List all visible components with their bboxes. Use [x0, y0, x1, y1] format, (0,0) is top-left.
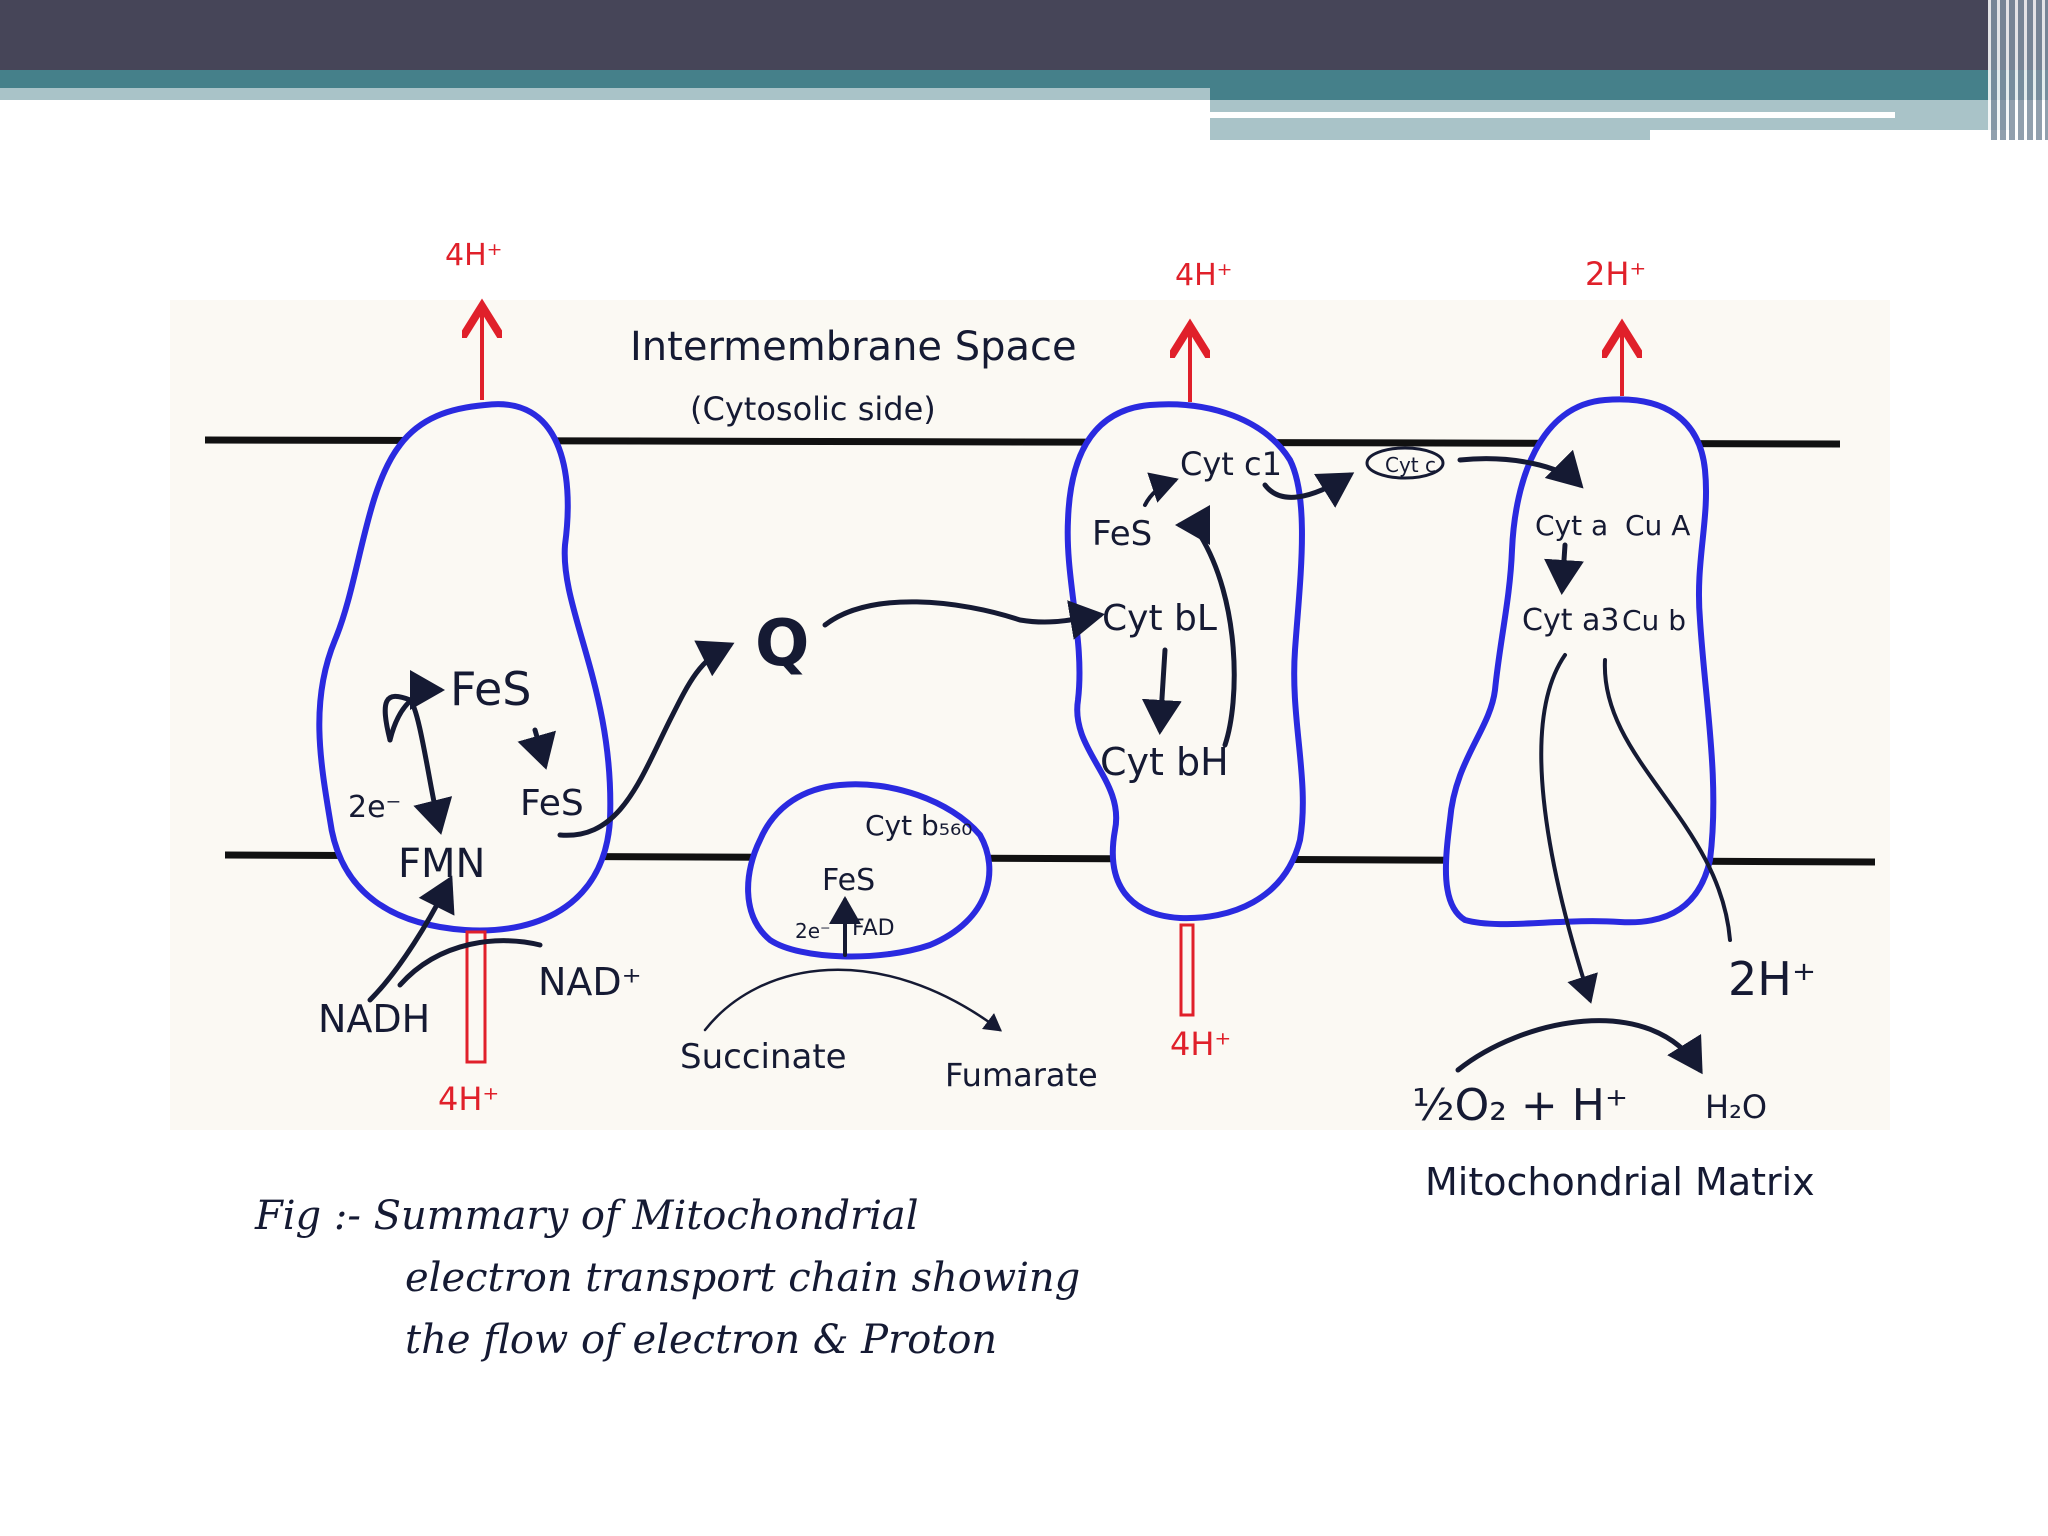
intermembrane-label: Intermembrane Space: [630, 324, 1077, 370]
arrow-cyt-a3-to-matrix: [1539, 653, 1598, 1004]
arrow-fes-to-q: [557, 640, 735, 838]
arrow-cyt-a-to-cyt-a3: [1544, 542, 1584, 595]
arrow-fes-to-cyt-c1: [1143, 472, 1179, 507]
arrow-cyt-c-to-cyt-a: [1457, 449, 1584, 489]
complex-ii-shape: [745, 781, 993, 960]
fumarate-label: Fumarate: [945, 1056, 1098, 1094]
arrow-nadh-to-nad: [397, 938, 543, 988]
arrow-fmn-to-fes: [387, 670, 445, 743]
two-e-label-complex-ii: 2e⁻: [795, 919, 831, 943]
q-label: Q: [755, 607, 809, 681]
two-e-label: 2e⁻: [348, 790, 401, 825]
fes-label-complex-ii: FeS: [822, 863, 875, 898]
proton-4h-complex-iii-top: 4H⁺: [1175, 258, 1232, 293]
succinate-label: Succinate: [680, 1037, 847, 1077]
fes-label-1: FeS: [450, 662, 531, 716]
proton-channel-complex-i: [465, 930, 487, 1064]
caption-line-1: Fig :- Summary of Mitochondrial: [255, 1193, 919, 1239]
cyt-bh-label: Cyt bH: [1100, 740, 1229, 784]
nad-label: NAD⁺: [538, 960, 642, 1004]
arrow-cyt-bl-to-cyt-bh: [1141, 647, 1182, 735]
cytosolic-label: (Cytosolic side): [690, 390, 936, 428]
arrow-succinate-to-fumarate: [703, 968, 1003, 1032]
fmn-label: FMN: [398, 841, 485, 887]
cyt-a-label: Cyt a: [1535, 509, 1608, 542]
proton-channel-complex-iii: [1179, 923, 1195, 1017]
complex-i-shape: [316, 401, 614, 934]
cyt-c-oval: [1365, 446, 1445, 480]
slide-header-stripe: [0, 88, 1210, 100]
slide-header-line: [1650, 130, 2010, 140]
cu-a-label: Cu A: [1625, 509, 1690, 542]
slide-header-bar: [0, 0, 2048, 70]
complex-iv-shape: [1442, 396, 1717, 928]
proton-4h-complex-iii-bottom: 4H⁺: [1170, 1025, 1231, 1063]
arrow-cyt-c1-to-cyt-c: [1262, 472, 1355, 508]
proton-4h-complex-i-top: 4H⁺: [445, 238, 502, 273]
fes-label-complex-iii: FeS: [1092, 514, 1152, 554]
arrow-o2-to-h2o: [1455, 1018, 1703, 1075]
complex-iii-shape: [1064, 401, 1306, 922]
slide-header-line: [1210, 112, 1895, 118]
o2-h-label: ½O₂ + H⁺: [1412, 1080, 1628, 1131]
nadh-label: NADH: [318, 997, 430, 1041]
arrow-proton-to-cu-b: [1602, 658, 1732, 942]
proton-2h-complex-iv-top: 2H⁺: [1585, 255, 1646, 293]
proton-2h-matrix: 2H⁺: [1728, 952, 1816, 1006]
arrow-q-to-cyt-bl: [822, 599, 1105, 640]
matrix-label: Mitochondrial Matrix: [1425, 1160, 1815, 1204]
cyt-bl-label: Cyt bL: [1102, 598, 1217, 639]
arrow-nadh-to-fmn: [367, 875, 455, 1003]
slide-header-pattern: [1988, 0, 2048, 140]
cyt-c-label: Cyt c: [1385, 453, 1436, 477]
cyt-b560-label: Cyt b₅₆₀: [865, 809, 972, 842]
arrow-fes-to-fes: [517, 727, 556, 770]
arrow-cyt-bh-to-fes: [1175, 505, 1237, 748]
fad-label: FAD: [852, 916, 895, 941]
fes-label-2: FeS: [520, 783, 584, 824]
cu-b-label: Cu b: [1622, 604, 1686, 637]
h2o-label: H₂O: [1705, 1088, 1767, 1126]
proton-4h-complex-i-bottom: 4H⁺: [438, 1080, 499, 1118]
caption-line-2: electron transport chain showing: [405, 1255, 1081, 1301]
cyt-c1-label: Cyt c1: [1180, 445, 1282, 483]
caption-line-3: the flow of electron & Proton: [405, 1317, 998, 1363]
figure-caption: Fig :- Summary of Mitochondrial electron…: [255, 1185, 1080, 1371]
cyt-a3-label: Cyt a3: [1522, 603, 1619, 638]
